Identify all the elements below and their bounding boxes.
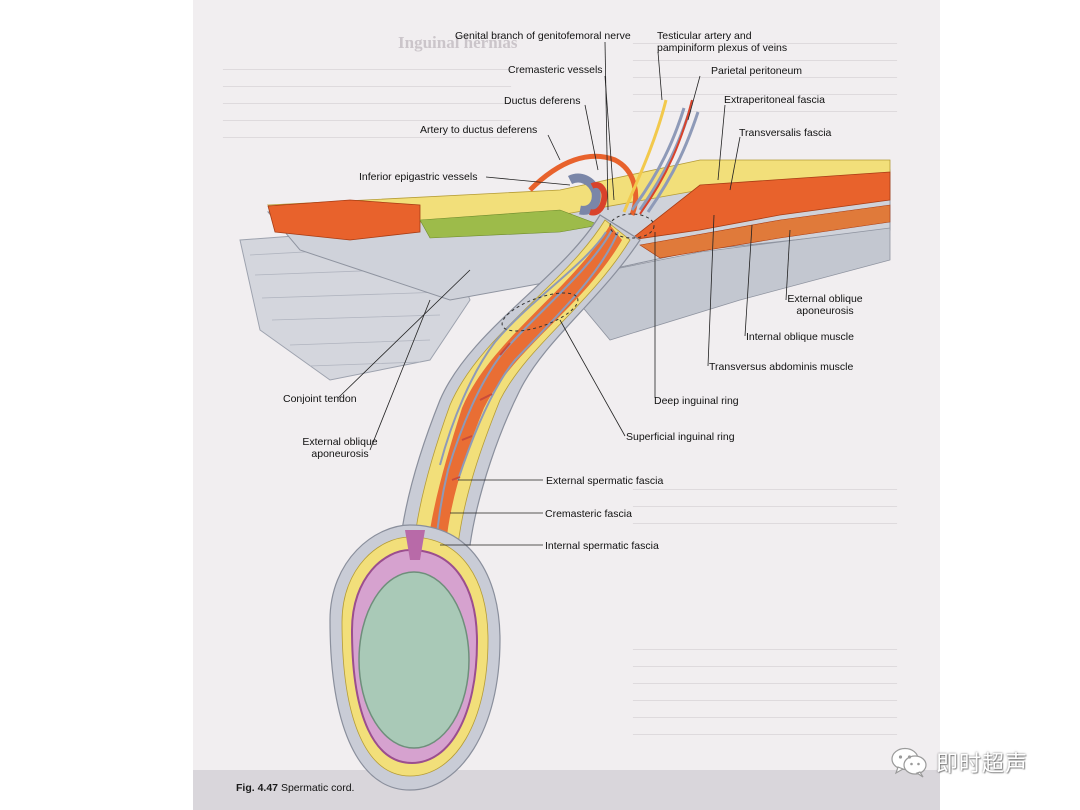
- bleed-through-text-lower: —————————————————————— —————————————————…: [633, 481, 897, 529]
- label-testicular-artery-2: pampiniform plexus of veins: [657, 42, 788, 54]
- bleed-through-text-bottom: —————————————————————— —————————————————…: [633, 641, 897, 740]
- muscle-band-right-2: [639, 204, 891, 259]
- leader-lines: [337, 41, 791, 546]
- label-deep-inguinal-ring: Deep inguinal ring: [654, 395, 739, 407]
- label-external-oblique-left-1: External oblique: [302, 436, 378, 448]
- label-external-oblique-right-2: aponeurosis: [796, 305, 854, 317]
- wechat-icon: [891, 747, 927, 778]
- watermark-text: 即时超声: [936, 751, 1029, 776]
- figure-caption-text: Spermatic cord.: [280, 782, 355, 794]
- label-transversus-abdominis: Transversus abdominis muscle: [709, 361, 854, 373]
- label-internal-oblique: Internal oblique muscle: [746, 331, 854, 343]
- inferior-epigastric-vein: [567, 173, 601, 215]
- label-external-oblique-left-2: aponeurosis: [311, 448, 369, 460]
- pampiniform-plexus: [435, 229, 619, 546]
- genital-nerve: [622, 99, 668, 213]
- figure-number: Fig. 4.47: [236, 782, 279, 794]
- label-external-oblique-right-1: External oblique: [787, 293, 863, 305]
- label-inferior-epigastric: Inferior epigastric vessels: [359, 171, 478, 183]
- label-extraperitoneal-fascia: Extraperitoneal fascia: [724, 94, 825, 106]
- testis: [358, 571, 470, 749]
- label-conjoint-tendon: Conjoint tendon: [283, 393, 357, 405]
- inferior-epigastric-artery: [589, 182, 608, 216]
- green-band: [419, 209, 602, 239]
- cord-cremaster: [428, 225, 622, 545]
- label-cremasteric-vessels: Cremasteric vessels: [508, 64, 603, 76]
- label-superficial-inguinal-ring: Superficial inguinal ring: [626, 431, 735, 443]
- muscle-band-left: [267, 199, 421, 241]
- label-parietal-peritoneum: Parietal peritoneum: [711, 65, 803, 77]
- page-footer-band: [193, 770, 940, 810]
- textbook-page: Inguinal hernias ———————————————————————…: [193, 0, 940, 810]
- figure-caption: Fig. 4.47 Spermatic cord.: [236, 782, 354, 794]
- deep-ring-outline: [609, 213, 655, 239]
- label-ductus-deferens: Ductus deferens: [504, 95, 581, 107]
- label-genital-branch: Genital branch of genitofemoral nerve: [455, 30, 631, 42]
- ductus-deferens-vessel: [528, 153, 639, 216]
- bleed-through-text-right: —————————————————————— —————————————————…: [633, 35, 897, 117]
- grey-aponeurosis-right: [559, 227, 891, 341]
- label-testicular-artery-1: Testicular artery and: [657, 30, 752, 42]
- superficial-ring-outline: [501, 292, 579, 332]
- bleed-through-text-left: ———————————————————————— ———————————————…: [223, 61, 511, 143]
- spermatic-cord-top: [405, 530, 425, 560]
- watermark: 即时超声: [890, 745, 1028, 779]
- label-cremasteric-fascia: Cremasteric fascia: [545, 508, 632, 520]
- testicular-artery: [639, 99, 693, 215]
- bleed-through-heading: Inguinal hernias: [398, 33, 518, 52]
- label-artery-to-ductus: Artery to ductus deferens: [420, 124, 538, 136]
- label-internal-spermatic-fascia: Internal spermatic fascia: [545, 540, 659, 552]
- label-external-spermatic-fascia: External spermatic fascia: [546, 475, 664, 487]
- label-transversalis-fascia: Transversalis fascia: [739, 127, 832, 139]
